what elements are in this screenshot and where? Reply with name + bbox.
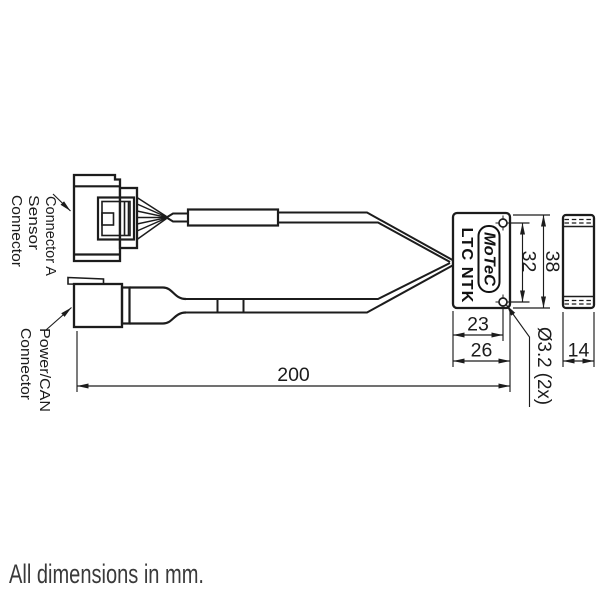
label-line: Connector [17, 328, 33, 400]
power-can-connector [67, 276, 187, 329]
plug-slot [101, 212, 115, 226]
connector-collar [120, 286, 131, 325]
cable-line [278, 221, 451, 263]
label-line: Connector A [42, 196, 58, 276]
dim-body-height: 38 [513, 214, 563, 309]
dim-overall-length: 200 [76, 311, 511, 392]
dim-body-depth: 14 [562, 312, 595, 367]
label-line: Sensor [25, 195, 41, 250]
connector-body [72, 282, 124, 329]
hole-note: Ø3.2 (2x) [506, 304, 555, 407]
sensor-connector-label: Connector A Sensor Connector [8, 193, 71, 276]
boot-bottom [129, 311, 187, 325]
hole-circle [498, 218, 508, 228]
cable-sleeve [186, 208, 280, 227]
cable-line [278, 211, 453, 261]
hole-circle [498, 297, 508, 307]
side-body [561, 213, 596, 310]
wire-line [136, 216, 167, 225]
footer-note: All dimensions in mm. [9, 559, 204, 589]
cable-line [186, 264, 453, 314]
ltc-module-front-view: MoTeC LTC NTK [451, 211, 512, 310]
wire-line [136, 210, 167, 219]
mount-hole-bottom [495, 294, 511, 310]
ltc-module-side-view [561, 213, 596, 310]
dim-value: 200 [277, 364, 310, 386]
wire-line [136, 217, 167, 232]
model-text: LTC NTK [458, 228, 475, 304]
dim-value: 38 [541, 251, 563, 273]
dim-value: 32 [518, 251, 540, 273]
dim-value: 26 [471, 340, 493, 362]
sensor-connector [72, 173, 139, 263]
dim-value: 14 [568, 340, 590, 362]
cable-line [186, 262, 451, 300]
dim-value: 23 [467, 314, 489, 336]
wire-line [136, 203, 167, 218]
leader-line [52, 193, 71, 212]
dim-body-width: 26 [453, 340, 510, 364]
dim-hole-offset: 23 [452, 309, 504, 367]
mount-hole-top [495, 215, 511, 231]
label-line: Connector [8, 195, 24, 267]
power-can-cable [186, 262, 453, 314]
sensor-cable [136, 196, 453, 263]
brand-logo-text: MoTeC [481, 232, 498, 286]
leader-line [45, 307, 72, 331]
dim-hole-spacing: 32 [508, 222, 540, 303]
label-line: Power/CAN [36, 328, 52, 412]
leader-line [506, 304, 531, 407]
power-can-connector-label: Power/CAN Connector [17, 307, 72, 412]
hole-note-text: Ø3.2 (2x) [533, 327, 555, 405]
boot-top [129, 286, 187, 301]
wire-line [136, 217, 167, 241]
brand-badge [477, 225, 501, 293]
cable-neck [165, 212, 188, 223]
plug-outer [96, 196, 136, 241]
wire-line [136, 196, 167, 218]
